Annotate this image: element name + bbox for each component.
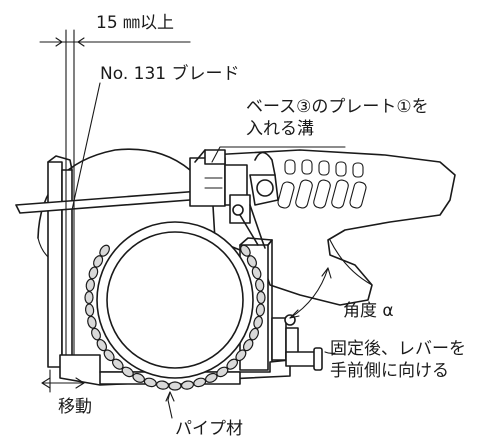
chain-link — [84, 303, 95, 317]
chain — [84, 244, 266, 391]
chain-link — [87, 315, 97, 329]
move-label: 移動 — [58, 397, 92, 417]
lever-label-line1: 固定後、レバーを — [330, 339, 466, 359]
lever-leader — [324, 351, 336, 354]
angle-alpha-arrow — [289, 267, 332, 319]
lever-label-line2: 手前側に向ける — [330, 361, 449, 381]
chain-link — [85, 278, 95, 292]
blade-label: No. 131 ブレード — [100, 64, 240, 84]
move-arrow — [41, 369, 85, 393]
chain-link — [255, 278, 265, 292]
chain-link — [84, 290, 94, 305]
groove-leader — [211, 146, 346, 163]
groove-label-line1: ベース③のプレート①を — [246, 97, 429, 117]
dimension-label: 15 ㎜以上 — [96, 13, 175, 33]
chain-link — [256, 290, 266, 305]
left-frame — [47, 155, 73, 368]
lever — [271, 314, 323, 371]
saw-vent-slots — [277, 159, 367, 209]
angle-label: 角度 α — [343, 301, 394, 321]
chain-link — [88, 266, 99, 280]
blade-leader — [71, 82, 101, 211]
chain-link — [240, 244, 251, 257]
pipe-label: パイプ材 — [175, 419, 243, 439]
groove-label-line2: 入れる溝 — [246, 119, 314, 139]
chain-link — [168, 381, 182, 391]
pipe — [96, 221, 254, 379]
